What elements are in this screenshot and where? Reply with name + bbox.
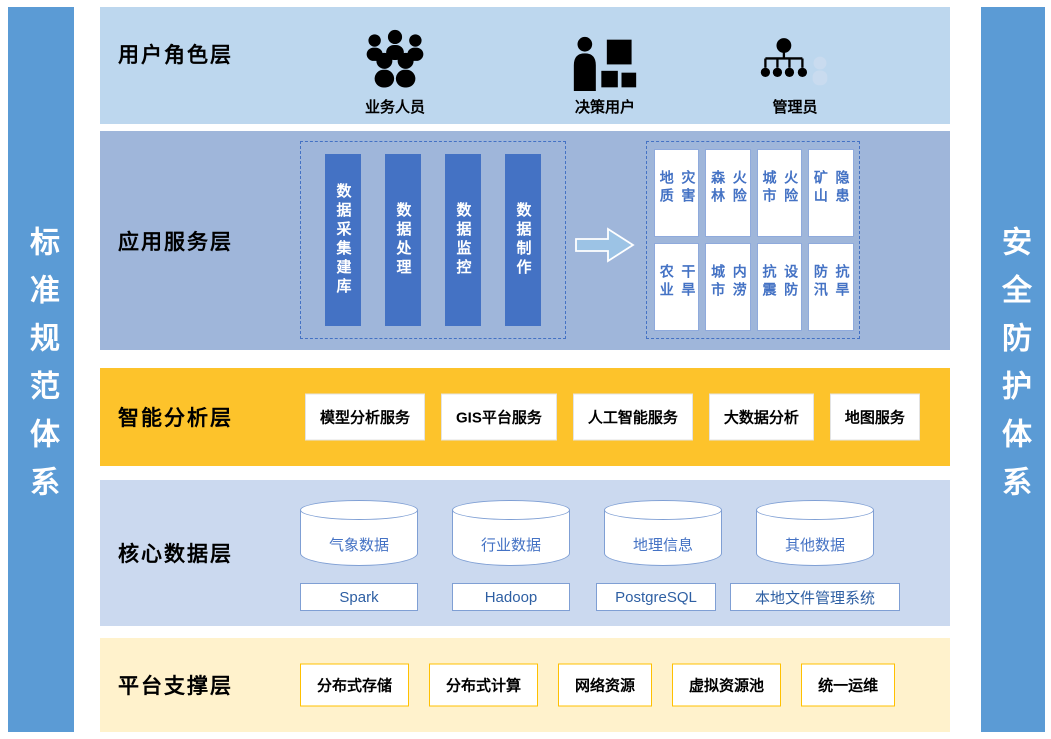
storage-box: PostgreSQL [596,583,716,611]
cylinder-top [604,500,722,520]
application-box: 城市火险 [756,149,803,237]
pipeline-step: 数据处理 [385,154,421,326]
storage-box: Spark [300,583,418,611]
role-business-users: 业务人员 [325,15,465,117]
service-box: 人工智能服务 [572,393,693,441]
application-box: 森林火险 [705,149,751,237]
applications-group: 地质灾害 森林火险 城市火险 矿山隐患 农业干旱 城市内涝 抗震设防 防汛抗旱 [646,141,860,339]
pipeline-step-label: 数据处理 [394,202,412,278]
service-box: 模型分析服务 [305,393,426,441]
storage-box: 本地文件管理系统 [730,583,900,611]
resource-box: 统一运维 [801,663,896,707]
resource-box: 虚拟资源池 [672,663,782,707]
service-box: 大数据分析 [708,393,814,441]
cylinder-top [756,500,874,520]
admin-icon [760,38,828,86]
application-label: 防汛抗旱 [812,264,851,300]
role-admin: 管理员 [725,15,865,117]
application-label: 城市内涝 [710,264,748,300]
pipeline-step-label: 数据监控 [454,202,472,278]
database-label: 行业数据 [480,537,541,554]
resource-box: 分布式计算 [429,663,539,707]
pipeline-step: 数据采集建库 [325,154,361,326]
cylinder-top [452,500,570,520]
database-label: 气象数据 [328,537,389,554]
application-box: 抗震设防 [756,243,803,331]
database-cylinder: 气象数据 [300,500,418,566]
database-cylinder: 地理信息 [604,500,722,566]
left-pillar-label: 标准规范体系 [25,225,58,514]
layer-app-service: 应用服务层 数据采集建库 数据处理 数据监控 数据制作 地质灾害 森林火险 城市… [100,131,950,350]
application-box: 防汛抗旱 [808,243,854,331]
pipeline-step-label: 数据采集建库 [334,183,352,297]
cylinder-top [300,500,418,520]
right-pillar: 安全防护体系 [981,7,1045,732]
flow-arrow-icon [575,227,635,263]
layer-analysis: 智能分析层 模型分析服务 GIS平台服务 人工智能服务 大数据分析 地图服务 [100,368,950,466]
pipeline-step-label: 数据制作 [514,202,532,278]
left-pillar: 标准规范体系 [8,7,74,732]
pipeline-step: 数据制作 [505,154,541,326]
database-cylinder: 其他数据 [756,500,874,566]
application-label: 农业干旱 [658,264,697,300]
application-label: 矿山隐患 [812,170,851,206]
storage-box: Hadoop [452,583,570,611]
layer-platform-title: 平台支撑层 [118,675,233,698]
application-box: 地质灾害 [654,149,700,237]
pipeline-step: 数据监控 [445,154,481,326]
application-box: 农业干旱 [654,243,700,331]
business-users-icon [366,29,424,88]
data-pipeline-group: 数据采集建库 数据处理 数据监控 数据制作 [300,141,566,339]
layer-user-role-title: 用户角色层 [118,43,233,67]
application-label: 城市火险 [761,170,800,206]
layer-core-data: 核心数据层 气象数据 行业数据 地理信息 其他数据 Spark Hadoop P… [100,480,950,626]
application-label: 地质灾害 [658,170,697,206]
layer-core-data-title: 核心数据层 [118,543,233,566]
layer-app-service-title: 应用服务层 [118,230,233,254]
application-box: 矿山隐患 [808,149,854,237]
platform-resources-group: 分布式存储 分布式计算 网络资源 虚拟资源池 统一运维 [300,663,896,707]
application-label: 抗震设防 [761,264,800,300]
role-decision-users: 决策用户 [535,15,675,117]
application-label: 森林火险 [710,170,748,206]
role-label: 管理员 [772,99,818,116]
role-label: 决策用户 [574,99,635,116]
analysis-services-group: 模型分析服务 GIS平台服务 人工智能服务 大数据分析 地图服务 [305,393,920,441]
database-cylinder: 行业数据 [452,500,570,566]
service-box: 地图服务 [829,393,920,441]
database-label: 其他数据 [784,537,845,554]
resource-box: 分布式存储 [300,663,410,707]
databases-group: 气象数据 行业数据 地理信息 其他数据 [300,500,874,566]
layer-user-role: 用户角色层 业务人员 [100,7,950,124]
decision-user-icon [573,36,637,91]
resource-box: 网络资源 [558,663,653,707]
service-box: GIS平台服务 [441,393,557,441]
right-pillar-label: 安全防护体系 [997,225,1030,514]
layer-platform: 平台支撑层 分布式存储 分布式计算 网络资源 虚拟资源池 统一运维 [100,638,950,732]
application-box: 城市内涝 [705,243,751,331]
role-label: 业务人员 [364,99,425,116]
layer-analysis-title: 智能分析层 [118,407,233,430]
database-label: 地理信息 [632,537,693,554]
